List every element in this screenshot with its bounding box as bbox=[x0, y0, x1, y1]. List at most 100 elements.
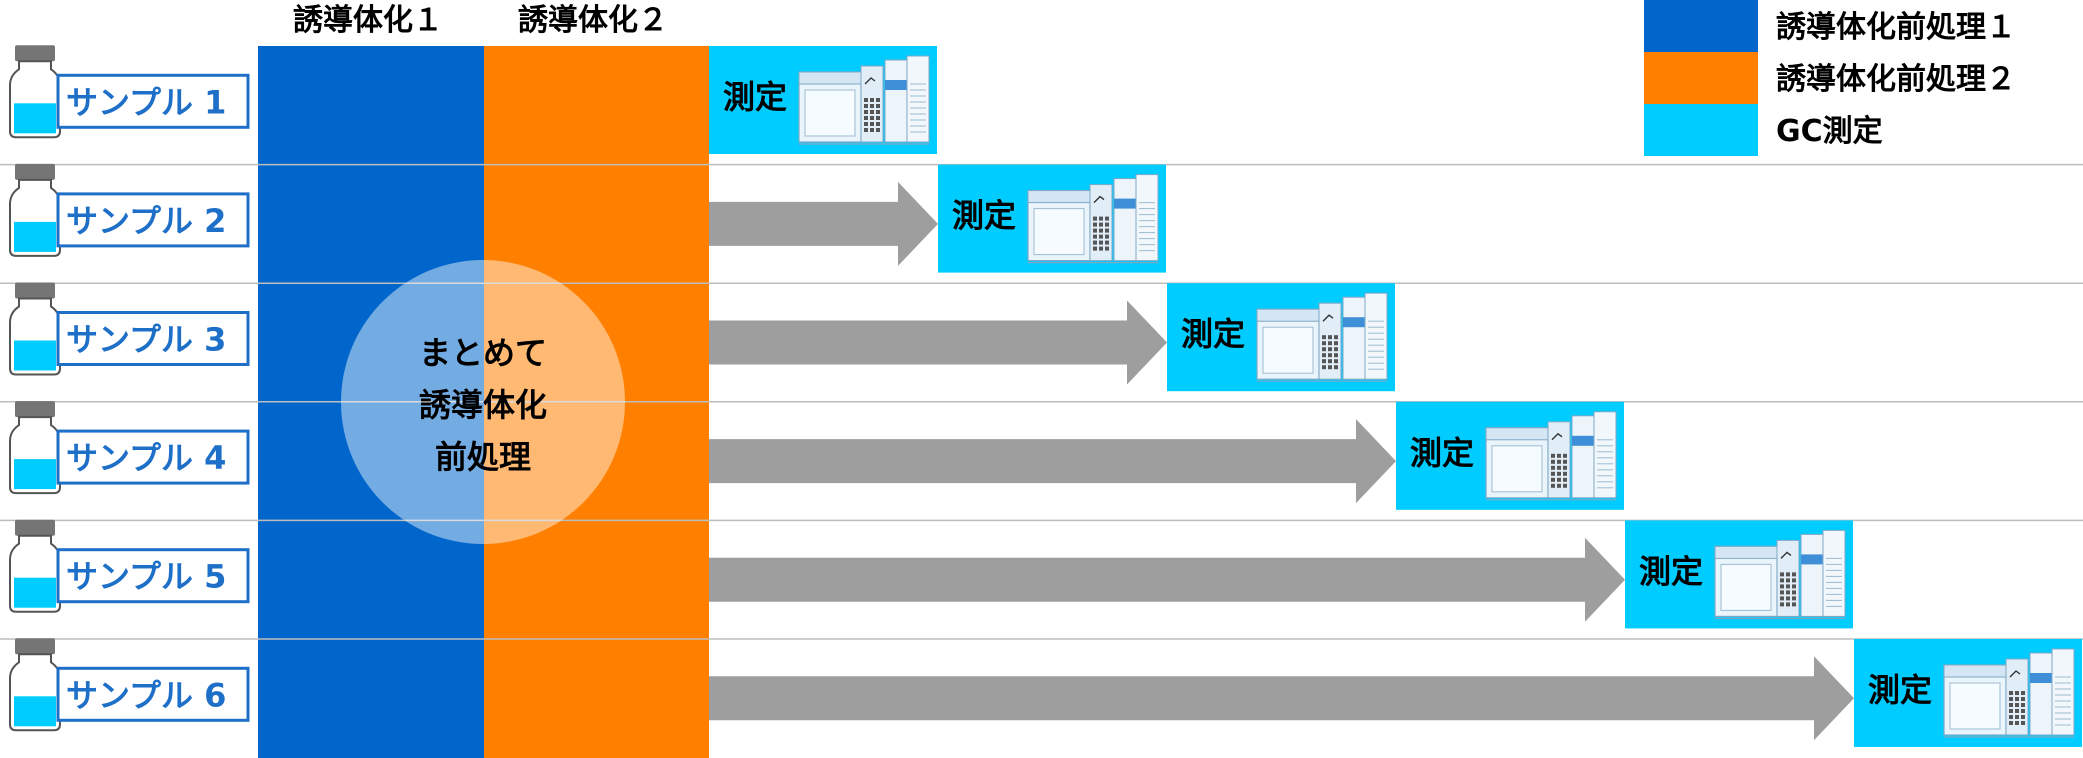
sample-label: サンプル 4 bbox=[66, 439, 226, 477]
gc-keypad-key bbox=[1093, 234, 1097, 239]
gc-keypad-key bbox=[1322, 347, 1326, 352]
gc-keypad-key bbox=[864, 128, 868, 132]
batch-derivatization-note: まとめて 誘導体化 前処理 bbox=[341, 260, 625, 544]
gc-keypad-key bbox=[2009, 709, 2013, 713]
gc-oven-top bbox=[1256, 308, 1320, 322]
gc-keypad-key bbox=[1551, 471, 1555, 476]
gc-oven-top bbox=[798, 71, 862, 85]
gc-keypad-key bbox=[1105, 246, 1109, 251]
gc-keypad-key bbox=[1563, 483, 1567, 488]
gc-instrument-icon bbox=[1943, 648, 2075, 738]
gc-keypad-key bbox=[1328, 359, 1332, 364]
gc-keypad-key bbox=[1093, 246, 1097, 251]
batch-note-line-3: 前処理 bbox=[435, 438, 531, 476]
sample-label: サンプル 5 bbox=[66, 558, 226, 596]
gc-keypad-key bbox=[864, 110, 868, 114]
gc-detector-unit bbox=[906, 55, 930, 143]
sample-bottle-icon bbox=[9, 401, 61, 495]
gc-keypad-key bbox=[1557, 459, 1561, 464]
gc-keypad-key bbox=[1334, 335, 1338, 340]
gc-keypad-key bbox=[1786, 572, 1790, 577]
gc-keypad-key bbox=[1786, 596, 1790, 601]
gc-measurement-label: 測定 bbox=[1410, 434, 1474, 472]
gc-keypad-key bbox=[2015, 715, 2019, 719]
gc-detector-unit bbox=[1822, 529, 1846, 617]
gc-keypad-key bbox=[2021, 697, 2025, 701]
gc-autosampler bbox=[1113, 178, 1137, 262]
sample-label-box bbox=[56, 73, 250, 129]
gc-measurement-box: 測定 bbox=[1854, 639, 2082, 747]
gc-keypad-key bbox=[1328, 365, 1332, 370]
legend-swatch-derivatization-2 bbox=[1644, 52, 1758, 104]
gc-keypad-key bbox=[876, 128, 880, 132]
sample-label: サンプル 3 bbox=[66, 321, 226, 359]
gc-keypad-key bbox=[870, 116, 874, 120]
gc-autosampler bbox=[2029, 652, 2053, 736]
gc-keypad-key bbox=[2021, 691, 2025, 695]
legend-label-derivatization-1: 誘導体化前処理１ bbox=[1776, 10, 2016, 45]
gc-keypad-key bbox=[1099, 222, 1103, 227]
gc-keypad-key bbox=[864, 104, 868, 108]
gc-keypad-key bbox=[1322, 365, 1326, 370]
gc-keypad-key bbox=[864, 122, 868, 126]
gc-instrument-icon bbox=[798, 55, 930, 145]
gc-keypad-key bbox=[1563, 471, 1567, 476]
gc-keypad-key bbox=[876, 98, 880, 102]
gc-autosampler bbox=[884, 59, 908, 143]
gc-keypad-key bbox=[2009, 697, 2013, 701]
gc-keypad-key bbox=[1334, 353, 1338, 358]
gc-detector-unit bbox=[2051, 648, 2075, 736]
gc-keypad-key bbox=[876, 104, 880, 108]
gc-measurement-label: 測定 bbox=[1639, 552, 1703, 590]
gc-keypad-key bbox=[1105, 222, 1109, 227]
gc-measurement-box: 測定 bbox=[938, 164, 1166, 273]
wait-arrow bbox=[709, 419, 1396, 504]
gc-keypad-key bbox=[1792, 590, 1796, 595]
gc-oven-door bbox=[1491, 445, 1543, 493]
gc-keypad-key bbox=[1093, 216, 1097, 221]
gc-oven-door bbox=[1262, 326, 1314, 374]
sample-bottle-icon bbox=[9, 519, 61, 613]
gc-keypad-key bbox=[2009, 715, 2013, 719]
gc-oven-top bbox=[1943, 664, 2007, 678]
wait-arrow bbox=[709, 656, 1854, 741]
gc-keypad-key bbox=[1786, 590, 1790, 595]
gc-oven-door bbox=[1949, 682, 2001, 730]
gc-syringe bbox=[1322, 314, 1334, 322]
gc-keypad-key bbox=[864, 116, 868, 120]
gc-keypad-key bbox=[1563, 453, 1567, 458]
gc-detector-unit bbox=[1135, 174, 1159, 262]
gc-keypad-key bbox=[876, 116, 880, 120]
gc-measurement-box: 測定 bbox=[1396, 401, 1624, 510]
gc-keypad-key bbox=[1105, 234, 1109, 239]
gc-keypad-key bbox=[1786, 578, 1790, 583]
sample-bottle-icon bbox=[9, 45, 61, 139]
sample-label: サンプル 2 bbox=[66, 202, 226, 240]
sample-bottle-icon bbox=[9, 163, 61, 257]
gc-keypad-key bbox=[1328, 347, 1332, 352]
gc-measurement-label: 測定 bbox=[1181, 315, 1245, 353]
gc-autosampler bbox=[1342, 296, 1366, 380]
bottle-liquid bbox=[14, 103, 56, 134]
bottle-liquid bbox=[14, 577, 56, 608]
gc-keypad-key bbox=[1093, 228, 1097, 233]
gc-oven-top bbox=[1485, 427, 1549, 441]
bottle-liquid bbox=[14, 696, 56, 727]
sample-label-box bbox=[56, 192, 250, 248]
sample-label-box bbox=[56, 429, 250, 485]
sample-label-box bbox=[56, 666, 250, 722]
gc-keypad-key bbox=[1557, 465, 1561, 470]
gc-oven-top bbox=[1714, 545, 1778, 559]
wait-arrow bbox=[709, 537, 1625, 622]
gc-instrument-icon bbox=[1485, 411, 1617, 501]
gc-keypad-key bbox=[2021, 715, 2025, 719]
gc-keypad-key bbox=[1551, 459, 1555, 464]
bottle-liquid bbox=[14, 340, 56, 371]
gc-instrument-icon bbox=[1256, 292, 1388, 382]
gc-keypad-key bbox=[1563, 477, 1567, 482]
gc-syringe bbox=[864, 77, 876, 85]
gc-autosampler bbox=[1571, 415, 1595, 499]
